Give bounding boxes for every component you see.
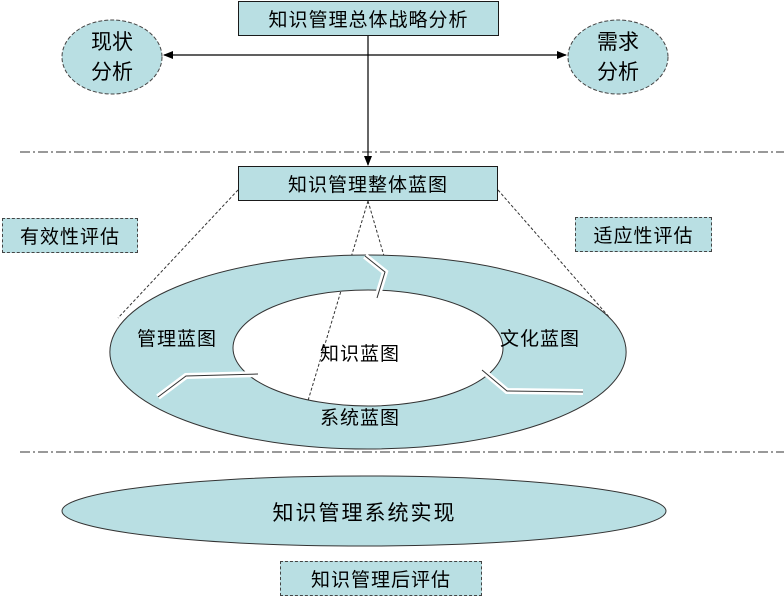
projection-right xyxy=(497,189,611,319)
strategy-analysis-box: 知识管理总体战略分析 xyxy=(238,1,499,36)
strategy-analysis-label: 知识管理总体战略分析 xyxy=(268,9,469,31)
ring-gap-right-edge xyxy=(481,369,584,393)
ring-gap-top-edge xyxy=(364,255,386,299)
demand-line1: 需求 xyxy=(597,30,639,54)
system-blueprint-label: 系统蓝图 xyxy=(320,407,401,429)
blueprint-ring xyxy=(109,253,627,450)
post-eval-box: 知识管理后评估 xyxy=(280,561,482,596)
adaptability-eval-box: 适应性评估 xyxy=(575,217,712,252)
culture-blueprint-label: 文化蓝图 xyxy=(500,328,581,350)
demand-label: 需求 分析 xyxy=(568,27,668,87)
knowledge-blueprint-label: 知识蓝图 xyxy=(320,343,401,365)
projection-center-right xyxy=(367,200,385,257)
demand-line2: 分析 xyxy=(597,60,639,84)
implementation-label: 知识管理系统实现 xyxy=(272,501,457,525)
projection-left xyxy=(117,189,239,319)
overall-blueprint-box: 知识管理整体蓝图 xyxy=(238,166,498,201)
current-status-line1: 现状 xyxy=(91,30,133,54)
post-eval-label: 知识管理后评估 xyxy=(310,569,451,591)
current-status-label: 现状 分析 xyxy=(62,27,162,87)
effectiveness-eval-label: 有效性评估 xyxy=(19,226,120,248)
ring-body xyxy=(109,254,627,450)
implementation-ellipse xyxy=(61,475,667,547)
overall-blueprint-label: 知识管理整体蓝图 xyxy=(287,174,448,196)
adaptability-eval-label: 适应性评估 xyxy=(593,225,694,247)
ring-gap-left-edge xyxy=(157,373,259,398)
current-status-line2: 分析 xyxy=(91,60,133,84)
effectiveness-eval-box: 有效性评估 xyxy=(2,218,138,253)
projection-center-left xyxy=(297,200,369,435)
management-blueprint-label: 管理蓝图 xyxy=(137,328,218,350)
demand-circle xyxy=(567,19,669,95)
current-status-circle xyxy=(61,19,163,95)
